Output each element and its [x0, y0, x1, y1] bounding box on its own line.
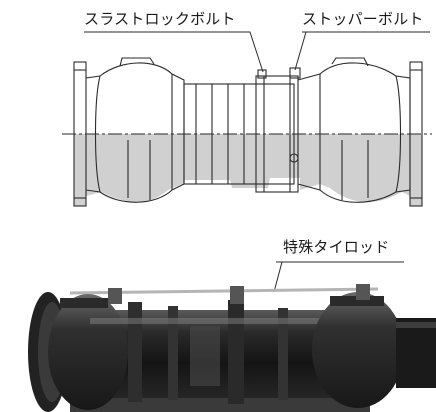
section-fill [74, 134, 422, 206]
joint-section-drawing [62, 31, 432, 207]
photo-left-bulb [48, 294, 128, 410]
thrust-bolt-leader [84, 31, 264, 73]
stopper-bolt [289, 67, 301, 79]
special-tie-rod-label: 特殊タイロッド [283, 238, 390, 256]
photo-right-bulb [312, 292, 404, 408]
stopper-bolt-head [289, 153, 299, 163]
thrust-lock-bolt [257, 69, 267, 79]
stopper-bolt-leader-drop [294, 31, 307, 71]
stopper-bolt-label: ストッパーボルト [302, 10, 424, 28]
thrust-lock-bolt-label: スラストロックボルト [84, 10, 236, 28]
